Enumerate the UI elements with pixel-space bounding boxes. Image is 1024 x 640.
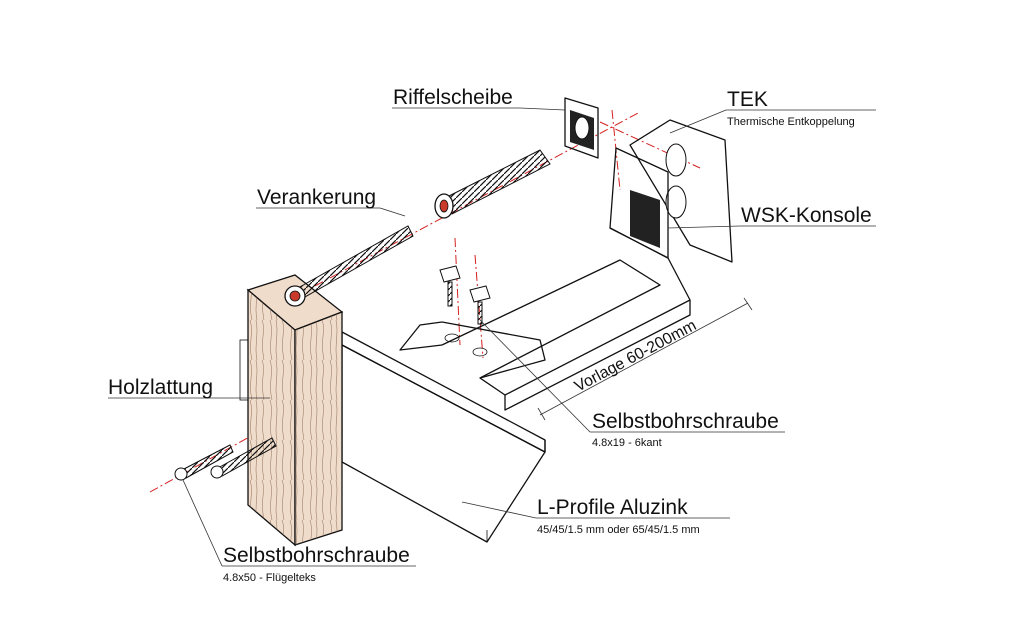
center-axes xyxy=(149,109,701,493)
selbstbohrschraube-sub-1: 4.8x19 - 6kant xyxy=(592,437,662,449)
tek-sub-label: Thermische Entkoppelung xyxy=(727,116,855,128)
verankerung-label: Verankerung xyxy=(257,186,376,209)
l-profile-label: L-Profile Aluzink xyxy=(537,496,688,519)
holzlattung-label: Holzlattung xyxy=(108,376,213,399)
selbstbohrschraube-label-2: Selbstbohrschraube xyxy=(223,544,410,567)
selbstbohrschraube-sub-2: 4.8x50 - Flügelteks xyxy=(223,572,316,584)
selbstbohrschraube-label-1: Selbstbohrschraube xyxy=(592,410,779,433)
vorlage-dimension: Vorlage 60-200mm xyxy=(537,297,753,421)
riffelscheibe-label: Riffelscheibe xyxy=(393,86,513,109)
holzlattung-block xyxy=(239,274,344,547)
riffelscheibe-plate xyxy=(564,97,599,159)
l-profile-sub-label: 45/45/1.5 mm oder 65/45/1.5 mm xyxy=(537,524,700,536)
hex-screws xyxy=(439,265,491,325)
vorlage-label: Vorlage 60-200mm xyxy=(572,317,699,395)
l-profile xyxy=(341,331,546,543)
leader-lines xyxy=(108,107,876,567)
wsk-konsole-label: WSK-Konsole xyxy=(741,204,872,227)
selbstbohr-screws-lower xyxy=(174,437,277,481)
dowel xyxy=(434,149,551,219)
wsk-konsole-bracket xyxy=(399,119,733,411)
verankerung-screw xyxy=(284,225,414,307)
tek-label: TEK xyxy=(727,88,768,111)
